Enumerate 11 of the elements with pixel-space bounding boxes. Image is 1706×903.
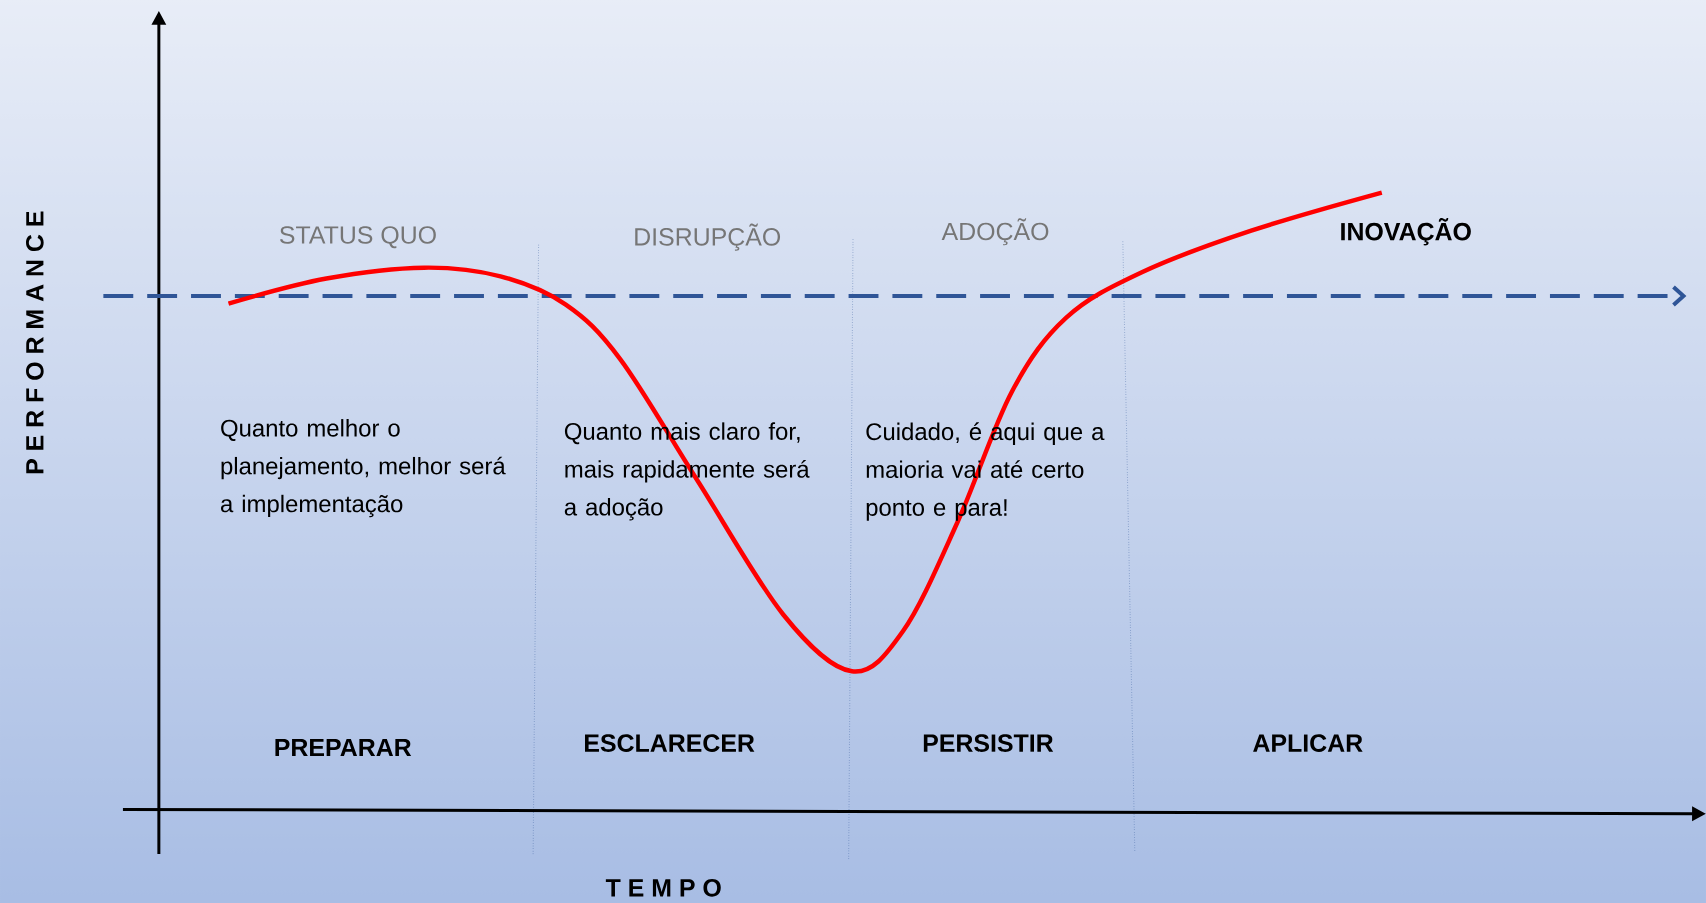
phase-heading: DISRUPÇÃO <box>635 223 781 251</box>
axis-label: P E R F O R M A N C E <box>26 211 44 474</box>
phase-heading: ADOÇÃO <box>941 218 1049 246</box>
phase-label: ESCLARECER <box>585 734 755 752</box>
annotation-text: Quanto melhor o planejamento, melhor será a implementação <box>221 419 506 518</box>
phase-label: PREPARAR <box>275 738 412 756</box>
phase-heading: INOVAÇÃO <box>1341 218 1471 246</box>
phase-label: PERSISTIR <box>923 734 1054 752</box>
axis-label: T E M P O <box>605 879 721 897</box>
phase-label: APLICAR <box>1253 734 1363 752</box>
phase-heading: STATUS QUO <box>280 226 436 249</box>
